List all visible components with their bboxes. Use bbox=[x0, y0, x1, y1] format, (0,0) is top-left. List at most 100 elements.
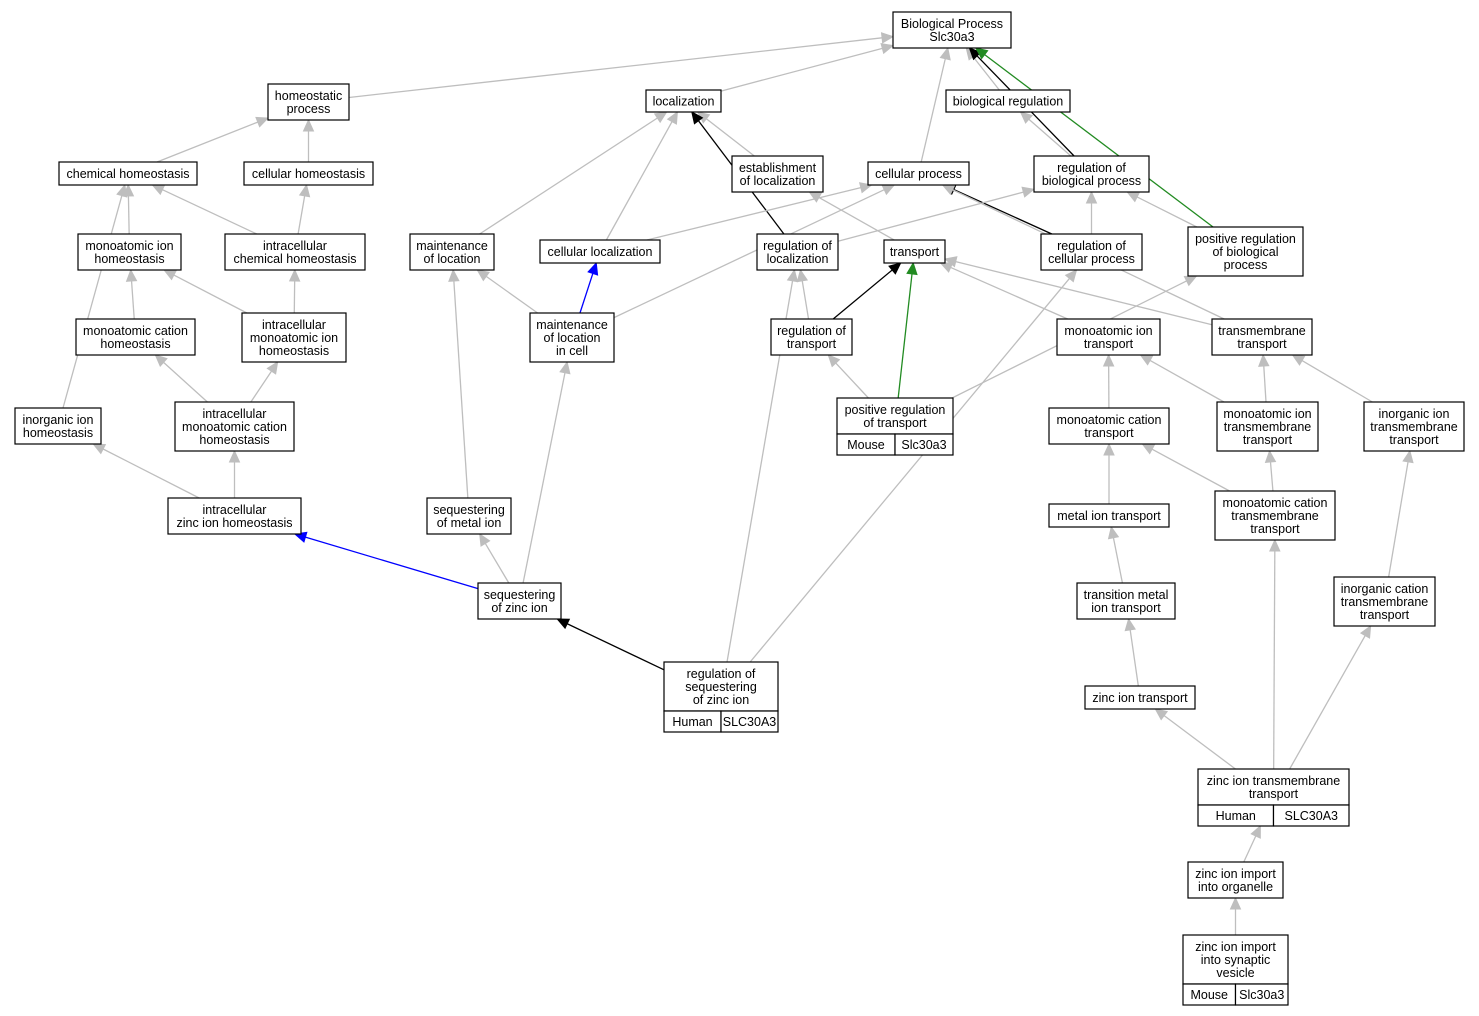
node-label: zinc ion import bbox=[1195, 940, 1276, 954]
edge bbox=[796, 268, 810, 320]
edge-line bbox=[984, 54, 1214, 228]
go-term-node[interactable]: biological regulation bbox=[945, 89, 1071, 113]
edge-arrowhead bbox=[796, 268, 809, 283]
node-label: chemical homeostasis bbox=[234, 252, 357, 266]
node-box bbox=[1048, 503, 1170, 528]
edge bbox=[556, 618, 665, 671]
node-label: transport bbox=[1243, 433, 1293, 447]
edge-arrowhead bbox=[1064, 269, 1078, 283]
go-term-node[interactable]: cellular process bbox=[867, 161, 970, 186]
node-label: homeostasis bbox=[100, 337, 170, 351]
go-term-node[interactable]: cellular localization bbox=[539, 239, 661, 264]
edge-arrowhead bbox=[1269, 538, 1281, 552]
node-label: transmembrane bbox=[1231, 509, 1319, 523]
edge bbox=[897, 261, 918, 399]
node-label: homeostatic bbox=[275, 89, 342, 103]
go-term-node[interactable]: zinc ion transport bbox=[1084, 685, 1196, 710]
node-label: homeostasis bbox=[94, 252, 164, 266]
go-term-node[interactable]: metal ion transport bbox=[1048, 503, 1170, 528]
edge-arrowhead bbox=[151, 184, 166, 196]
node-label: transport bbox=[1249, 787, 1299, 801]
node-label: vesicle bbox=[1216, 966, 1254, 980]
node-label: positive regulation bbox=[845, 403, 946, 417]
node-label: sequestering bbox=[433, 503, 505, 517]
edge bbox=[228, 449, 241, 498]
node-box bbox=[409, 233, 495, 271]
node-label: transport bbox=[787, 337, 837, 351]
node-label: monoatomic cation bbox=[1223, 496, 1328, 510]
edge-arrowhead bbox=[92, 443, 107, 455]
edge-arrowhead bbox=[939, 262, 954, 273]
node-label: monoatomic ion bbox=[1223, 407, 1311, 421]
node-label: of location bbox=[424, 252, 481, 266]
node-label: transition metal bbox=[1084, 588, 1169, 602]
node-label: biological process bbox=[1042, 174, 1141, 188]
edge bbox=[1126, 191, 1198, 228]
edge-line bbox=[720, 47, 883, 92]
node-box bbox=[1033, 155, 1150, 193]
edge bbox=[62, 183, 128, 409]
edge-arrowhead bbox=[906, 261, 918, 276]
node-box bbox=[174, 401, 295, 452]
go-term-node[interactable]: chemical homeostasis bbox=[58, 161, 198, 186]
node-label: intracellular bbox=[262, 318, 326, 332]
go-term-node[interactable]: localization bbox=[645, 89, 722, 113]
edge-line bbox=[250, 370, 273, 403]
go-term-node[interactable]: transport bbox=[883, 239, 946, 264]
go-term-node[interactable]: cellular homeostasis bbox=[243, 161, 374, 186]
edge-line bbox=[1387, 461, 1409, 578]
edge-arrowhead bbox=[448, 268, 460, 282]
edge-arrowhead bbox=[1021, 186, 1036, 198]
edge-arrowhead bbox=[154, 354, 168, 367]
edge-line bbox=[646, 186, 862, 241]
edge-line bbox=[162, 189, 257, 235]
node-box bbox=[1214, 490, 1336, 541]
edge-line bbox=[1301, 360, 1373, 403]
gene-label: Slc30a3 bbox=[1239, 988, 1284, 1002]
edge-arrowhead bbox=[1154, 708, 1169, 721]
node-box bbox=[77, 233, 182, 271]
node-label: of zinc ion bbox=[693, 693, 749, 707]
edge-line bbox=[1243, 835, 1257, 863]
node-label: maintenance bbox=[416, 239, 488, 253]
edge-arrowhead bbox=[125, 268, 138, 282]
edge-line bbox=[955, 261, 1213, 326]
edge-line bbox=[920, 58, 946, 163]
edge bbox=[720, 42, 895, 92]
edge-line bbox=[837, 191, 1024, 242]
edge-line bbox=[1263, 365, 1267, 403]
